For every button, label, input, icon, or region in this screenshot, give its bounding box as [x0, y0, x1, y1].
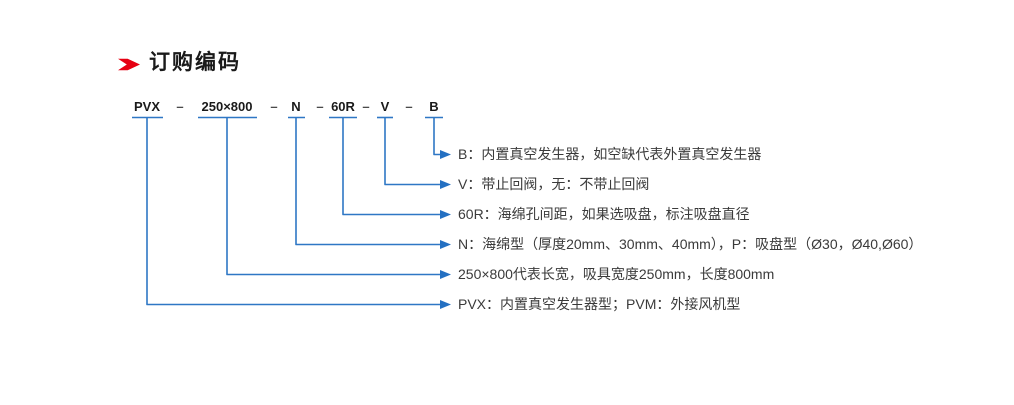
- code-separator: –: [316, 99, 324, 114]
- connector-line-60r: [342, 117, 440, 216]
- code-description-b: B：内置真空发生器，如空缺代表外置真空发生器: [458, 146, 762, 162]
- code-segment-n: N: [291, 99, 301, 114]
- blue-arrowhead-icon: [440, 300, 451, 309]
- code-segment-b: B: [429, 99, 439, 114]
- connector-line-n: [295, 117, 440, 246]
- connector-line-pvx: [146, 117, 440, 306]
- code-description-pvx: PVX：内置真空发生器型；PVM：外接风机型: [458, 296, 741, 312]
- code-separator: –: [405, 99, 413, 114]
- blue-arrowhead-icon: [440, 210, 451, 219]
- code-segment-v: V: [380, 99, 390, 114]
- blue-arrowhead-icon: [440, 150, 451, 159]
- code-separator: –: [362, 99, 370, 114]
- blue-arrowhead-icon: [440, 240, 451, 249]
- blue-arrowhead-icon: [440, 270, 451, 279]
- connector-line-v: [384, 117, 440, 186]
- red-ribbon-arrow-icon: [118, 58, 140, 71]
- page-title: 订购编码: [149, 51, 241, 74]
- blue-arrowhead-icon: [440, 180, 451, 189]
- code-segment-size: 250×800: [201, 99, 253, 114]
- connector-line-size: [226, 117, 440, 276]
- connector-line-b: [433, 117, 440, 156]
- code-description-size: 250×800代表长宽，吸具宽度250mm，长度800mm: [458, 266, 775, 282]
- code-separator: –: [176, 99, 184, 114]
- code-segment-60r: 60R: [331, 99, 355, 114]
- code-description-v: V：带止回阀，无：不带止回阀: [458, 176, 650, 192]
- code-description-n: N：海绵型（厚度20mm、30mm、40mm），P：吸盘型（Ø30，Ø40,Ø6…: [458, 236, 923, 252]
- code-description-60r: 60R：海绵孔间距，如果选吸盘，标注吸盘直径: [458, 206, 750, 222]
- code-separator: –: [270, 99, 278, 114]
- code-segment-pvx: PVX: [133, 99, 161, 114]
